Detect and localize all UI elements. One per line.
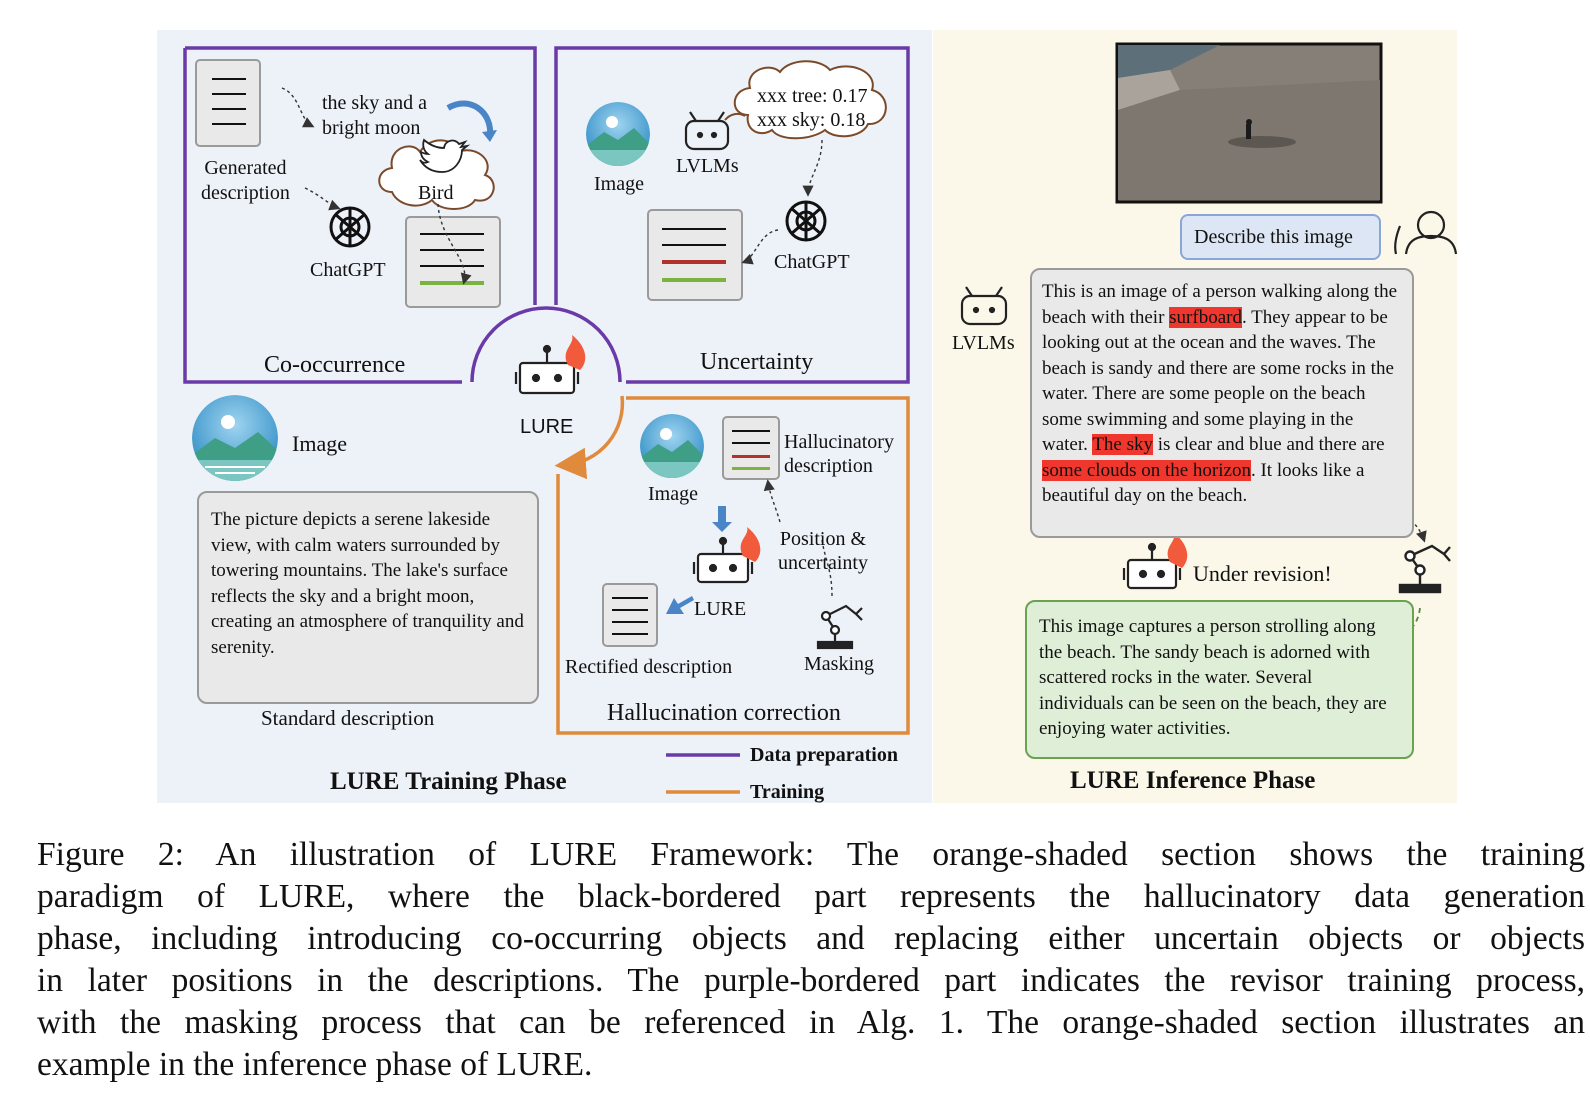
revision-label: Under revision!: [1193, 561, 1332, 586]
robot-arm-icon: [816, 604, 863, 650]
inference-phase-title: LURE Inference Phase: [1070, 767, 1316, 794]
document-icon: [602, 583, 658, 647]
cloud-line-1: xxx tree: 0.17: [757, 85, 868, 107]
blue-curve-arrow: [446, 100, 494, 136]
hallucinated-phrase: The sky: [1092, 434, 1153, 455]
output-segment: . It looks like a beautiful day on the b…: [1042, 459, 1365, 507]
hallucination-correction-label: Hallucination correction: [607, 700, 841, 726]
robot-icon: [514, 335, 586, 395]
caption-line: paradigm of LURE, where the black-border…: [37, 878, 1585, 915]
document-icon: [722, 416, 780, 480]
uncertainty-label: Uncertainty: [700, 349, 814, 375]
left-arrow: [666, 596, 694, 614]
lure-label: LURE: [694, 598, 747, 620]
robot-arm-icon: [1398, 544, 1451, 594]
figure-caption: Figure 2: An illustration of LURE Framew…: [37, 834, 1585, 1086]
cloud-line-2: xxx sky: 0.18: [757, 109, 866, 131]
legend-training: Training: [750, 781, 825, 803]
document-icon: [647, 209, 743, 301]
training-phase-title: LURE Training Phase: [330, 768, 567, 795]
caption-line: example in the inference phase of LURE.: [37, 1046, 593, 1083]
inference-lvlm-label: LVLMs: [952, 332, 1015, 354]
bird-label: Bird: [418, 182, 454, 204]
hallucinated-phrase: surfboard: [1169, 306, 1242, 328]
generated-description-label: Generated description: [201, 157, 290, 204]
image-icon: [192, 395, 278, 481]
standard-description-text: The picture depicts a serene lakeside vi…: [211, 509, 524, 658]
center-lure-label: LURE: [520, 416, 574, 438]
hallucinated-phrase: some clouds on the horizon: [1042, 459, 1251, 481]
lvlm-icon: [684, 111, 730, 151]
data-prep-frames: [183, 46, 910, 384]
twitter-bird-icon: [419, 138, 471, 173]
cooccurrence-snippet: the sky and a bright moon: [322, 92, 427, 139]
revised-output-box: This image captures a person strolling a…: [1025, 600, 1414, 759]
caption-line: Figure 2: An illustration of LURE Framew…: [37, 836, 1585, 873]
masking-label: Masking: [804, 653, 874, 675]
output-segment: This is an image of a person walking alo…: [1042, 281, 1398, 328]
document-icon: [195, 59, 261, 147]
legend-data-prep: Data preparation: [750, 744, 898, 766]
chatgpt-label: ChatGPT: [310, 259, 386, 281]
output-segment: is clear and blue and there are: [1153, 434, 1385, 455]
diagram-graphics: [183, 42, 1458, 794]
prompt-text: Describe this image: [1194, 226, 1353, 248]
cooccurrence-label: Co-occurrence: [264, 352, 406, 378]
hallucinatory-label: Hallucinatory description: [784, 431, 894, 477]
lvlm-output-box: This is an image of a person walking alo…: [1030, 268, 1414, 538]
training-frame: [554, 395, 910, 735]
standard-image-label: Image: [292, 431, 347, 456]
standard-description-box: The picture depicts a serene lakeside vi…: [197, 491, 539, 704]
lvlm-output-text: This is an image of a person walking alo…: [1042, 279, 1402, 509]
revised-output-text: This image captures a person strolling a…: [1039, 616, 1387, 739]
chatgpt-label: ChatGPT: [774, 251, 850, 273]
caption-line: with the masking process that can be ref…: [37, 1004, 1585, 1041]
lvlm-label: LVLMs: [676, 155, 739, 177]
bird-cloud: [378, 139, 495, 210]
robot-icon: [692, 527, 761, 584]
image-label: Image: [594, 173, 644, 195]
prompt-box: Describe this image: [1180, 214, 1381, 260]
beach-photo: [1115, 42, 1383, 204]
caption-line: in later positions in the descriptions. …: [37, 962, 1585, 999]
rectified-description-label: Rectified description: [565, 656, 733, 678]
caption-line: phase, including introducing co-occurrin…: [37, 920, 1585, 957]
score-cloud: [724, 60, 887, 140]
standard-description-label: Standard description: [261, 706, 435, 730]
image-icon: [640, 414, 704, 478]
chatgpt-icon: [785, 200, 827, 242]
output-segment: . They appear to be looking out at the o…: [1042, 306, 1394, 456]
document-icon: [405, 216, 501, 308]
chatgpt-icon: [329, 206, 371, 248]
down-arrow: [712, 506, 732, 532]
position-uncertainty-label: Position & uncertainty: [778, 528, 868, 574]
image-icon: [586, 102, 650, 166]
lvlm-icon: [960, 286, 1008, 326]
robot-icon: [1122, 533, 1188, 590]
image-label: Image: [648, 483, 698, 505]
user-icon: [1394, 210, 1458, 255]
